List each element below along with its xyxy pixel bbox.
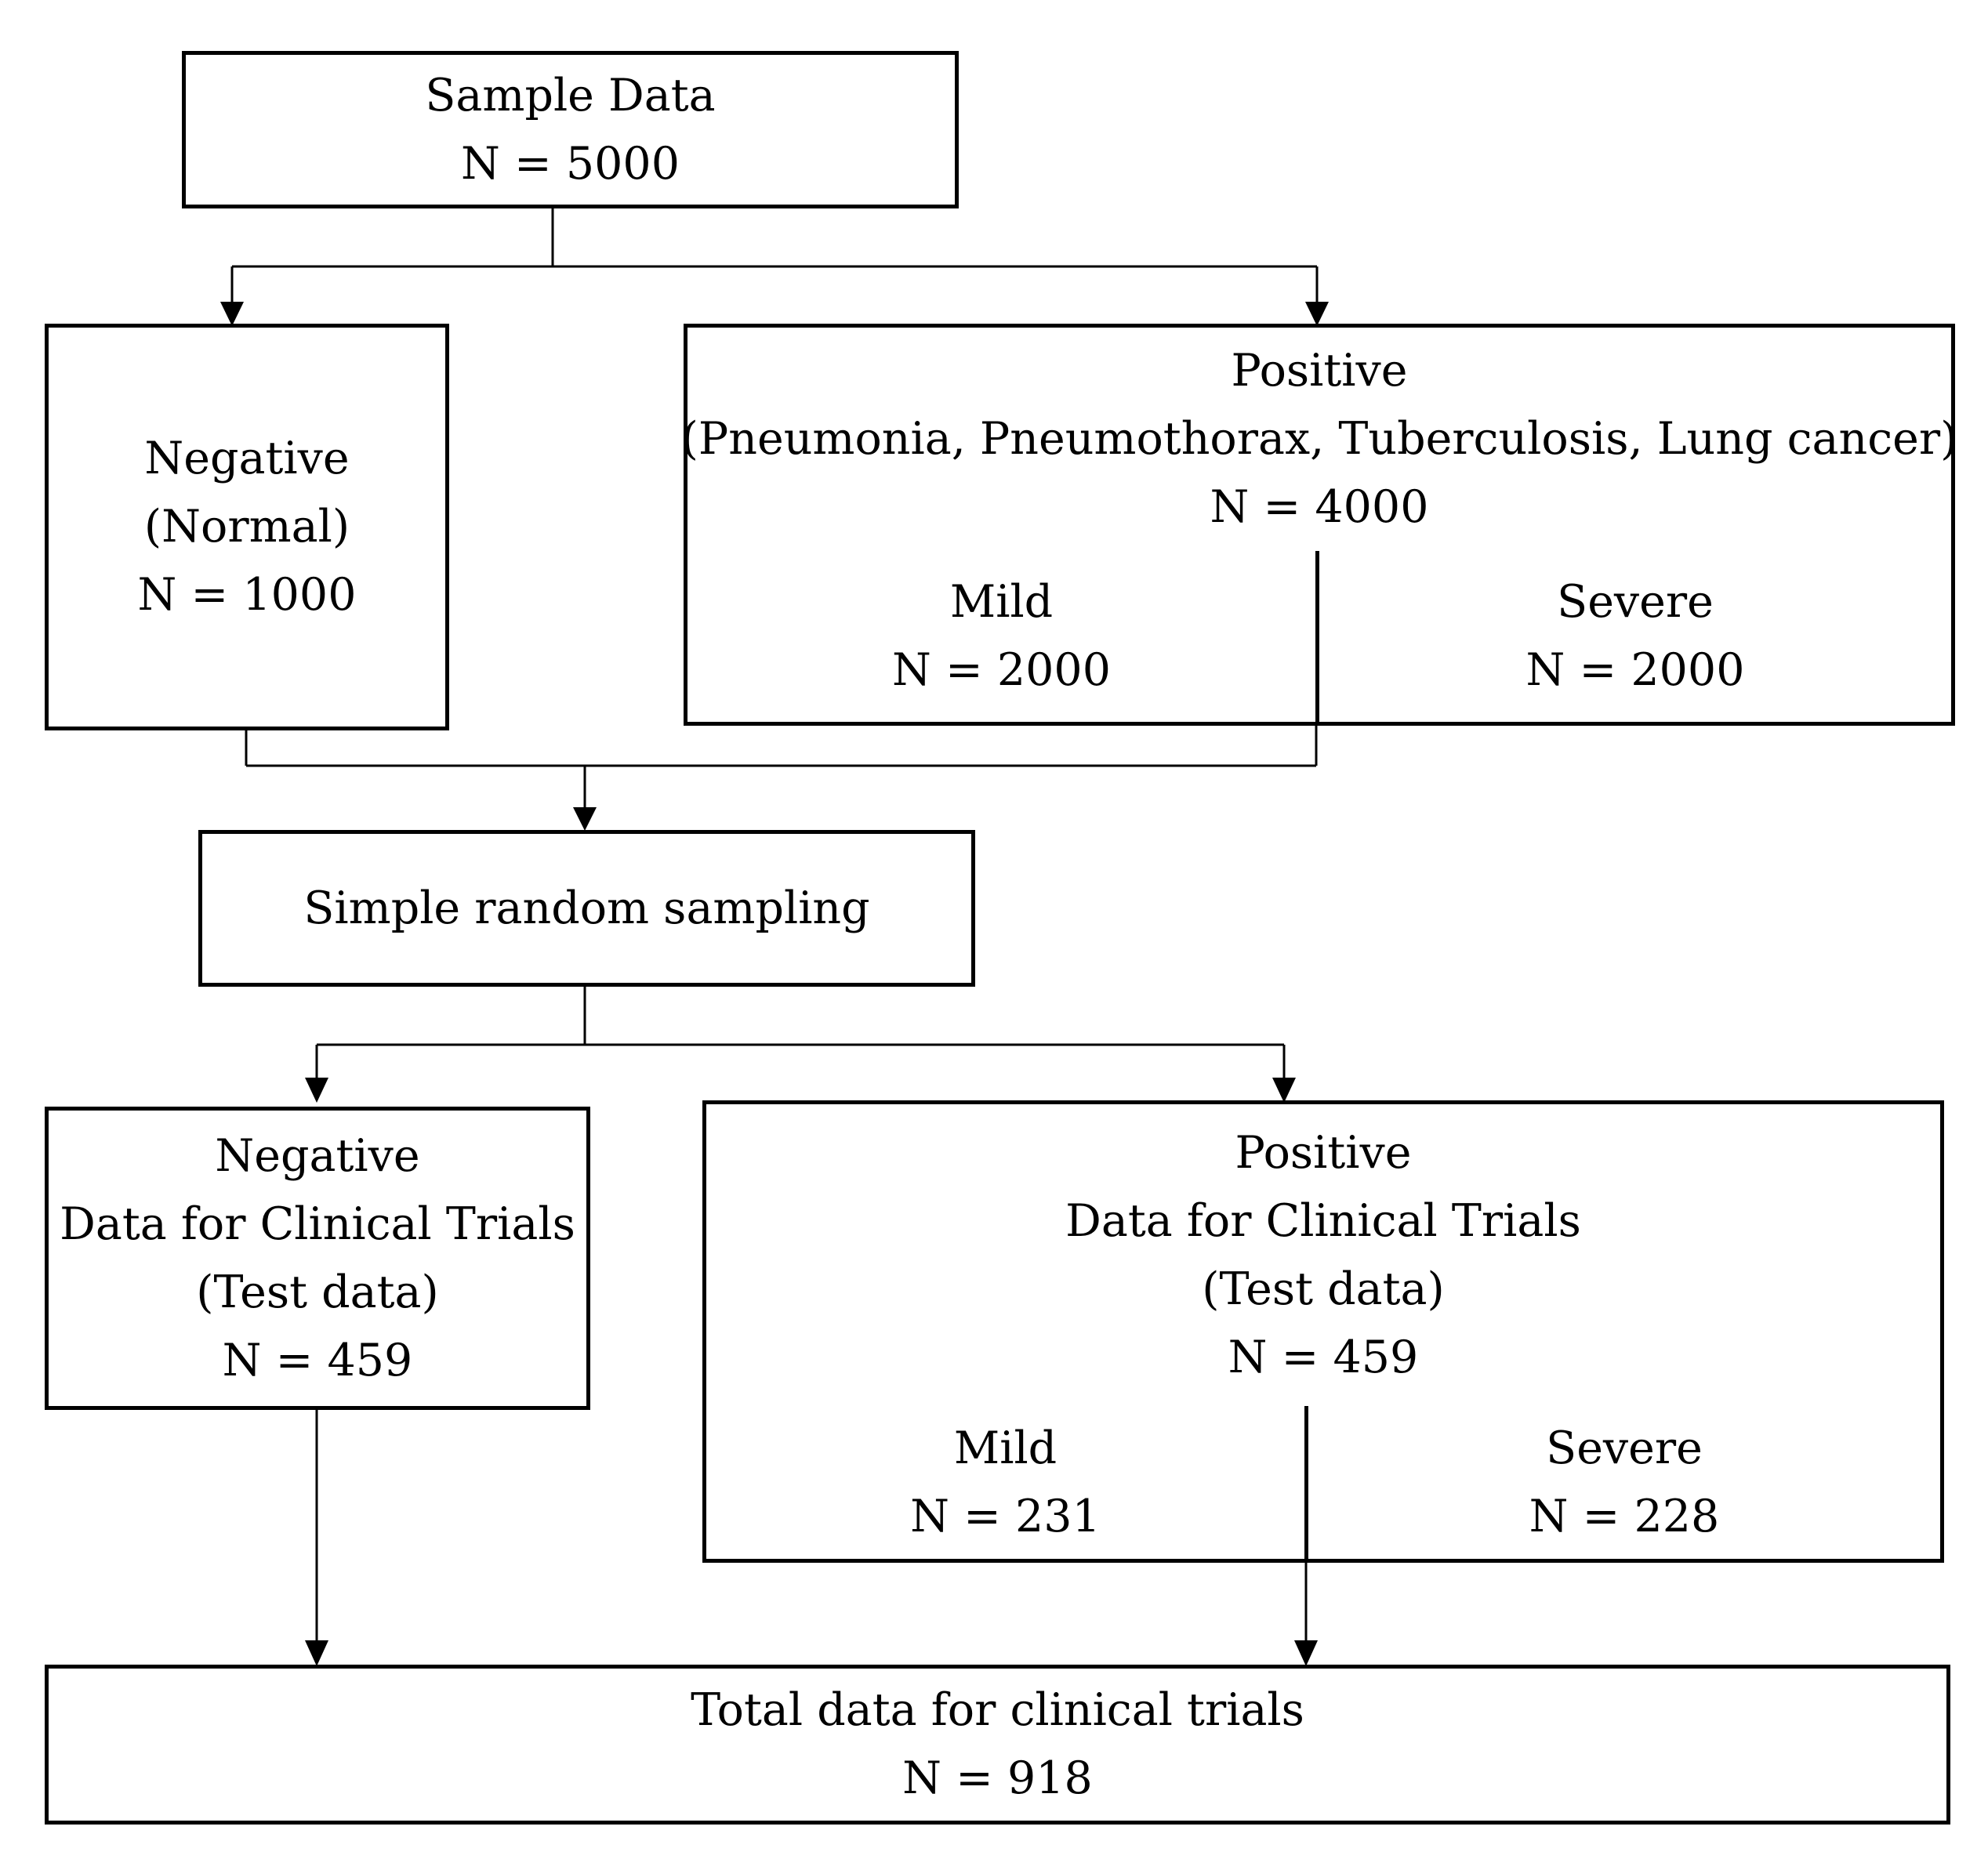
negative-test-line2: Data for Clinical Trials: [60, 1198, 575, 1250]
negative-box: Negative (Normal) N = 1000: [45, 324, 449, 730]
sample-data-title: Sample Data: [425, 69, 716, 121]
positive-subtitle: (Pneumonia, Pneumothorax, Tuberculosis, …: [680, 413, 1958, 465]
positive-title: Positive: [1231, 345, 1408, 397]
positive-mild-title: Mild: [949, 576, 1054, 628]
negative-test-count: N = 459: [222, 1334, 413, 1386]
arrowhead-negative: [220, 302, 244, 326]
positive-test-line3: (Test data): [1202, 1263, 1445, 1315]
positive-test-mild-box: Mild N = 231: [702, 1406, 1308, 1563]
arrowhead-negative-test: [305, 1078, 328, 1103]
positive-test-severe-title: Severe: [1546, 1422, 1703, 1474]
arrowhead-positive-test: [1272, 1078, 1296, 1103]
positive-test-title: Positive: [1235, 1126, 1412, 1179]
total-count: N = 918: [902, 1752, 1093, 1804]
positive-mild-box: Mild N = 2000: [684, 551, 1319, 726]
total-box: Total data for clinical trials N = 918: [45, 1665, 1950, 1825]
positive-test-box: Positive Data for Clinical Trials (Test …: [702, 1100, 1944, 1410]
positive-mild-count: N = 2000: [892, 644, 1111, 696]
arrowhead-sampling: [573, 807, 597, 831]
negative-count: N = 1000: [137, 569, 357, 621]
positive-test-severe-box: Severe N = 228: [1308, 1406, 1944, 1563]
positive-severe-box: Severe N = 2000: [1319, 551, 1955, 726]
negative-test-box: Negative Data for Clinical Trials (Test …: [45, 1107, 590, 1410]
total-title: Total data for clinical trials: [691, 1684, 1304, 1736]
sampling-box: Simple random sampling: [198, 830, 975, 987]
positive-test-mild-title: Mild: [953, 1422, 1057, 1474]
negative-test-title: Negative: [215, 1129, 420, 1182]
positive-box: Positive (Pneumonia, Pneumothorax, Tuber…: [680, 324, 1958, 555]
negative-title: Negative: [144, 433, 350, 484]
arrowhead-total-right: [1294, 1640, 1318, 1666]
sample-data-count: N = 5000: [461, 137, 680, 190]
positive-test-severe-count: N = 228: [1529, 1490, 1720, 1542]
negative-test-line3: (Test data): [196, 1266, 439, 1318]
positive-test-line2: Data for Clinical Trials: [1065, 1194, 1581, 1247]
arrowhead-total-left: [305, 1640, 328, 1666]
negative-subtitle: (Normal): [143, 501, 350, 553]
sampling-title: Simple random sampling: [303, 882, 870, 934]
positive-count: N = 4000: [1210, 481, 1429, 533]
arrowhead-positive: [1305, 302, 1329, 326]
positive-test-mild-count: N = 231: [910, 1490, 1101, 1542]
positive-test-count: N = 459: [1228, 1331, 1419, 1383]
positive-severe-title: Severe: [1557, 576, 1714, 628]
sample-data-box: Sample Data N = 5000: [182, 51, 959, 208]
positive-severe-count: N = 2000: [1525, 644, 1745, 696]
